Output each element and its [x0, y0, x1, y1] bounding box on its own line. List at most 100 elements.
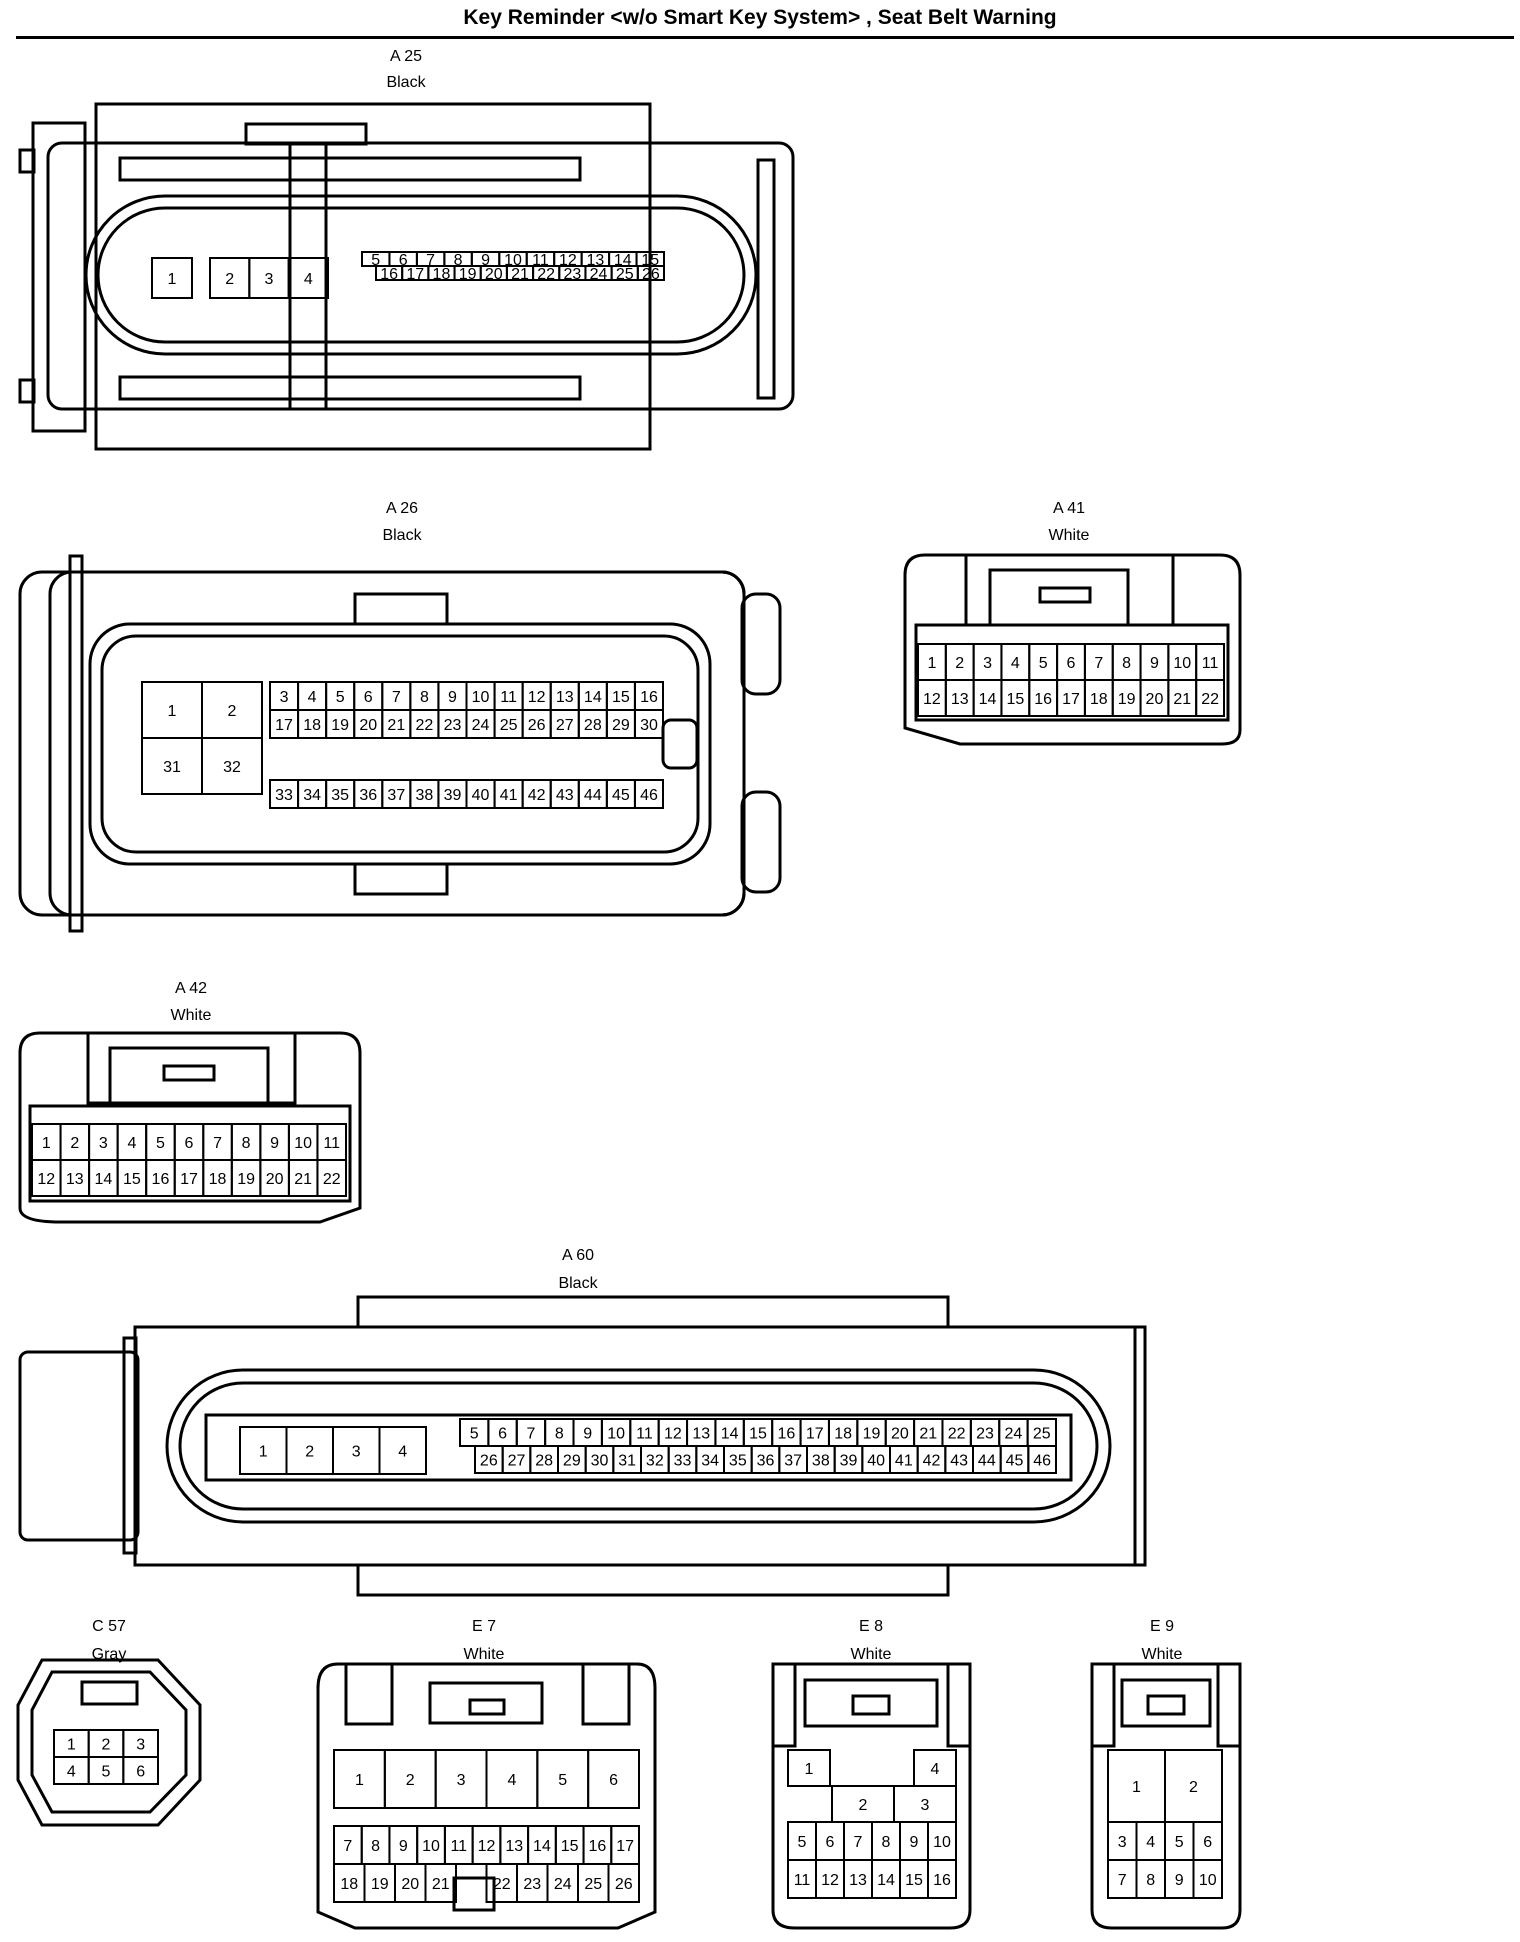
pin-number: 14 [979, 691, 997, 708]
pin-number: 9 [1150, 655, 1159, 672]
pin-number: 8 [882, 1834, 891, 1851]
connector-a41-id: A 41 [1052, 500, 1086, 517]
pin-number: 14 [584, 689, 602, 706]
pin-number: 24 [472, 717, 490, 734]
connector-e7-id: E 7 [471, 1618, 496, 1635]
pin-number: 5 [1039, 655, 1048, 672]
pin-number: 23 [976, 1426, 994, 1443]
pin-cell [122, 1756, 160, 1785]
pin-number: 12 [37, 1171, 55, 1188]
pin-number: 41 [500, 787, 518, 804]
pin-cell [378, 1426, 427, 1475]
pin-cell [151, 257, 193, 299]
pin-number: 45 [612, 787, 630, 804]
pin-number: 1 [805, 1761, 814, 1778]
pin-number: 44 [584, 787, 602, 804]
pin-number: 24 [1005, 1426, 1023, 1443]
pin-number: 20 [891, 1426, 909, 1443]
connector-a26-id: A 26 [385, 500, 419, 517]
pin-number: 4 [507, 1772, 516, 1789]
pin-number: 42 [923, 1453, 941, 1470]
pin-number: 46 [1033, 1453, 1051, 1470]
pin-number: 26 [642, 266, 660, 283]
pin-number: 10 [607, 1426, 625, 1443]
pin-number: 9 [270, 1135, 279, 1152]
pin-number: 1 [355, 1772, 364, 1789]
pin-number: 4 [1146, 1834, 1155, 1851]
pin-number: 2 [102, 1737, 111, 1754]
pin-number: 18 [1090, 691, 1108, 708]
pin-number: 20 [401, 1876, 419, 1893]
pin-number: 16 [589, 1838, 607, 1855]
pin-number: 4 [398, 1444, 407, 1461]
pin-number: 35 [729, 1453, 747, 1470]
pin-number: 40 [867, 1453, 885, 1470]
pin-number: 19 [1118, 691, 1136, 708]
pin-number: 38 [415, 787, 433, 804]
pin-number: 6 [185, 1135, 194, 1152]
pin-number: 1 [67, 1737, 76, 1754]
pin-number: 11 [500, 689, 517, 706]
connector-a42-housing [18, 1031, 362, 1224]
pin-number: 34 [701, 1453, 719, 1470]
pin-number: 7 [526, 1426, 535, 1443]
pin-number: 6 [136, 1764, 145, 1781]
pin-number: 16 [380, 266, 398, 283]
pin-number: 2 [228, 703, 237, 720]
pin-number: 14 [533, 1838, 551, 1855]
pin-number: 41 [895, 1453, 913, 1470]
connector-e7-color: White [463, 1646, 505, 1663]
pin-number: 18 [834, 1426, 852, 1443]
pin-number: 9 [481, 252, 490, 269]
connector-a60-id: A 60 [561, 1247, 595, 1264]
connector-a42-color: White [170, 1007, 212, 1024]
pin-number: 7 [1118, 1872, 1127, 1889]
pin-number: 5 [470, 1426, 479, 1443]
pin-number: 5 [102, 1764, 111, 1781]
connector-e9-housing [1090, 1662, 1242, 1930]
pin-number: 23 [444, 717, 462, 734]
pin-number: 17 [806, 1426, 824, 1443]
pin-number: 8 [1146, 1872, 1155, 1889]
pin-number: 7 [426, 252, 435, 269]
pin-number: 5 [798, 1834, 807, 1851]
pin-number: 4 [67, 1764, 76, 1781]
pin-number: 5 [371, 252, 380, 269]
pin-number: 3 [457, 1772, 466, 1789]
pin-number: 1 [168, 703, 177, 720]
pin-number: 4 [308, 689, 317, 706]
pin-number: 14 [614, 252, 632, 269]
pin-number: 6 [399, 252, 408, 269]
title-rule [16, 36, 1514, 39]
pin-number: 4 [1011, 655, 1020, 672]
pin-number: 6 [1067, 655, 1076, 672]
pin-number: 18 [303, 717, 321, 734]
pin-cell [1027, 1445, 1058, 1474]
pin-number: 23 [563, 266, 581, 283]
pin-number: 16 [777, 1426, 795, 1443]
pin-number: 12 [528, 689, 546, 706]
pin-cell [636, 265, 665, 281]
pin-number: 19 [459, 266, 477, 283]
pin-number: 9 [1175, 1872, 1184, 1889]
pin-number: 15 [123, 1171, 141, 1188]
pin-number: 43 [556, 787, 574, 804]
pin-number: 14 [877, 1872, 895, 1889]
pin-number: 13 [586, 252, 604, 269]
pin-number: 6 [364, 689, 373, 706]
pin-cell [587, 1749, 641, 1809]
pin-number: 12 [821, 1872, 839, 1889]
pin-number: 10 [504, 252, 522, 269]
pin-number: 2 [859, 1797, 868, 1814]
pin-number: 20 [359, 717, 377, 734]
pin-cell [1192, 1859, 1223, 1899]
pin-cell [201, 737, 263, 795]
pin-number: 20 [485, 266, 503, 283]
pin-number: 9 [910, 1834, 919, 1851]
pin-number: 40 [472, 787, 490, 804]
pin-number: 7 [854, 1834, 863, 1851]
pin-number: 26 [480, 1453, 498, 1470]
pin-cell [607, 1863, 640, 1903]
connector-e8-color: White [850, 1646, 892, 1663]
